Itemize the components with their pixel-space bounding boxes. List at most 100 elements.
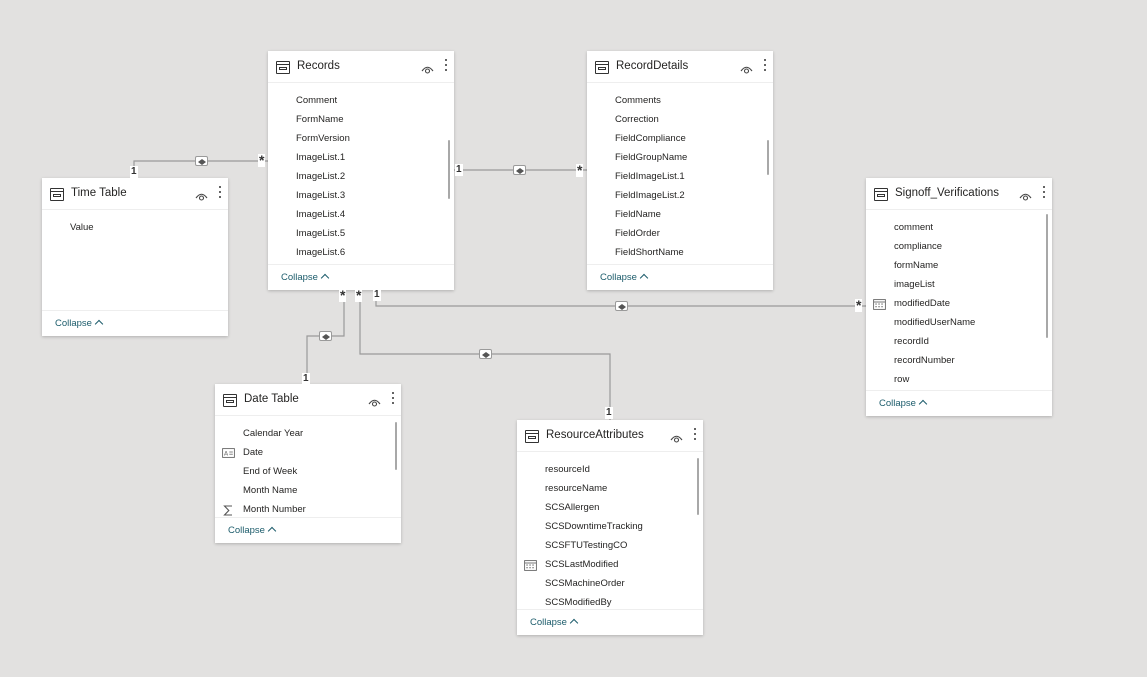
visibility-eye-icon[interactable] xyxy=(670,431,683,443)
more-options-icon[interactable] xyxy=(390,392,396,406)
field-name: SCSMachineOrder xyxy=(545,578,625,589)
field-row[interactable]: FieldImageList.2 xyxy=(587,186,761,205)
field-row[interactable]: FormName xyxy=(268,110,442,129)
field-list-scrollbar[interactable] xyxy=(696,458,699,515)
collapse-label: Collapse xyxy=(281,272,318,283)
field-list[interactable]: Value xyxy=(42,210,228,310)
field-row[interactable]: SCSAllergen xyxy=(517,498,691,517)
field-list-scrollbar[interactable] xyxy=(394,422,397,470)
more-options-icon[interactable] xyxy=(217,186,223,200)
field-row[interactable]: Month Name xyxy=(215,481,389,500)
field-row[interactable]: ImageList.1 xyxy=(268,148,442,167)
field-row[interactable]: imageList xyxy=(866,275,1040,294)
cross-filter-both-icon[interactable] xyxy=(513,165,526,175)
cardinality-marker-records: * xyxy=(355,287,363,303)
field-row[interactable]: ImageList.6 xyxy=(268,243,442,262)
collapse-button[interactable]: Collapse xyxy=(228,525,277,536)
field-row[interactable]: SCSModifiedBy xyxy=(517,593,691,609)
table-header[interactable]: ResourceAttributes xyxy=(517,420,703,452)
table-header[interactable]: Date Table xyxy=(215,384,401,416)
more-options-icon[interactable] xyxy=(443,59,449,73)
field-row[interactable]: comment xyxy=(866,218,1040,237)
field-row[interactable]: ImageList.5 xyxy=(268,224,442,243)
field-row[interactable]: formName xyxy=(866,256,1040,275)
visibility-eye-icon[interactable] xyxy=(740,62,753,74)
field-row[interactable]: Correction xyxy=(587,110,761,129)
collapse-button[interactable]: Collapse xyxy=(530,617,579,628)
field-row[interactable]: ImageList.4 xyxy=(268,205,442,224)
field-row[interactable]: Month Number xyxy=(215,500,389,517)
field-name: FormVersion xyxy=(296,133,350,144)
field-row[interactable]: recordNumber xyxy=(866,351,1040,370)
field-row[interactable]: recordId xyxy=(866,332,1040,351)
calendar-icon xyxy=(873,299,886,310)
more-options-icon[interactable] xyxy=(692,428,698,442)
field-row[interactable]: End of Week xyxy=(215,462,389,481)
cross-filter-both-icon[interactable] xyxy=(319,331,332,341)
field-row[interactable]: compliance xyxy=(866,237,1040,256)
visibility-eye-icon[interactable] xyxy=(1019,189,1032,201)
field-row[interactable]: SCSMachineOrder xyxy=(517,574,691,593)
field-row[interactable]: SCSFTUTestingCO xyxy=(517,536,691,555)
more-options-icon[interactable] xyxy=(1041,186,1047,200)
field-row[interactable]: SCSLastModified xyxy=(517,555,691,574)
table-header[interactable]: Time Table xyxy=(42,178,228,210)
field-name: FieldImageList.2 xyxy=(615,190,685,201)
field-row[interactable]: Value xyxy=(42,218,216,237)
cross-filter-both-icon[interactable] xyxy=(195,156,208,166)
field-row[interactable]: Comments xyxy=(587,91,761,110)
field-row[interactable]: modifiedDate xyxy=(866,294,1040,313)
field-row[interactable]: row xyxy=(866,370,1040,389)
field-row[interactable]: FieldName xyxy=(587,205,761,224)
field-row[interactable]: FieldShortName xyxy=(587,243,761,262)
field-list-scrollbar[interactable] xyxy=(1045,214,1048,338)
chevron-up-icon xyxy=(639,273,649,283)
visibility-eye-icon[interactable] xyxy=(421,62,434,74)
field-name: FieldShortName xyxy=(615,247,684,258)
visibility-eye-icon[interactable] xyxy=(368,395,381,407)
table-footer: Collapse xyxy=(268,264,454,290)
field-row[interactable]: resourceName xyxy=(517,479,691,498)
field-row[interactable]: ImageList.3 xyxy=(268,186,442,205)
visibility-eye-icon[interactable] xyxy=(195,189,208,201)
more-options-icon[interactable] xyxy=(762,59,768,73)
cross-filter-both-icon[interactable] xyxy=(615,301,628,311)
table-icon xyxy=(276,61,290,74)
table-header[interactable]: RecordDetails xyxy=(587,51,773,83)
table-header[interactable]: Signoff_Verifications xyxy=(866,178,1052,210)
field-list-scrollbar[interactable] xyxy=(766,140,769,175)
field-row[interactable]: FieldGroupName xyxy=(587,148,761,167)
cross-filter-both-icon[interactable] xyxy=(479,349,492,359)
field-name: Comment xyxy=(296,95,338,106)
field-row[interactable]: SCSDowntimeTracking xyxy=(517,517,691,536)
field-row[interactable]: FieldImageList.1 xyxy=(587,167,761,186)
field-row[interactable]: ImageList.2 xyxy=(268,167,442,186)
field-row[interactable]: modifiedUserName xyxy=(866,313,1040,332)
collapse-button[interactable]: Collapse xyxy=(281,272,330,283)
field-row[interactable]: Comment xyxy=(268,91,442,110)
field-row[interactable]: Calendar Year xyxy=(215,424,389,443)
collapse-button[interactable]: Collapse xyxy=(879,398,928,409)
field-row[interactable]: FieldOrder xyxy=(587,224,761,243)
table-title: Signoff_Verifications xyxy=(895,187,999,199)
collapse-button[interactable]: Collapse xyxy=(55,318,104,329)
table-header[interactable]: Records xyxy=(268,51,454,83)
field-row[interactable]: resourceId xyxy=(517,460,691,479)
field-row[interactable]: FormVersion xyxy=(268,129,442,148)
field-row[interactable]: FieldCompliance xyxy=(587,129,761,148)
collapse-button[interactable]: Collapse xyxy=(600,272,649,283)
field-list-scrollbar[interactable] xyxy=(447,140,450,199)
